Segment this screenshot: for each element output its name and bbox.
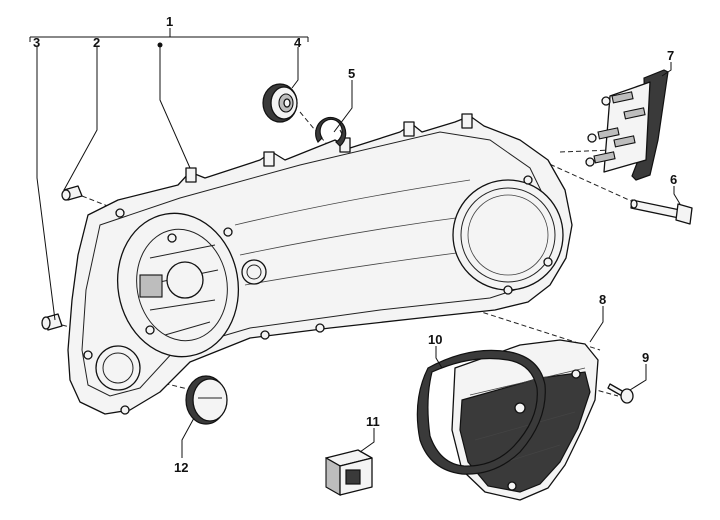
callout-6: 6: [670, 172, 677, 187]
callout-7: 7: [667, 48, 674, 63]
callout-12: 12: [174, 460, 188, 475]
bolt-6: [630, 199, 693, 225]
screw-9: [607, 383, 634, 404]
bearing-4: [262, 83, 298, 123]
leader-lines: [36, 42, 681, 458]
group-bracket: [29, 28, 309, 42]
plug-cap-12: [185, 375, 228, 425]
connector-11: [325, 449, 373, 496]
gasket-10: [416, 349, 546, 475]
main-cover: [67, 113, 573, 415]
callout-2: 2: [93, 35, 100, 50]
callout-3: 3: [33, 35, 40, 50]
circlip-5: [315, 116, 347, 147]
callout-11: 11: [366, 414, 380, 429]
callout-4: 4: [294, 35, 302, 50]
callout-5: 5: [348, 66, 355, 81]
dowel-pin-3: [41, 313, 63, 331]
callout-9: 9: [642, 350, 649, 365]
callout-labels: 1 2 3 4 5 6 7 8 9 10 11 12: [33, 14, 677, 475]
callout-10: 10: [428, 332, 442, 347]
dowel-pin-2: [61, 185, 83, 201]
callout-8: 8: [599, 292, 606, 307]
contact-plate-7: [585, 69, 669, 181]
callout-1: 1: [166, 14, 173, 29]
